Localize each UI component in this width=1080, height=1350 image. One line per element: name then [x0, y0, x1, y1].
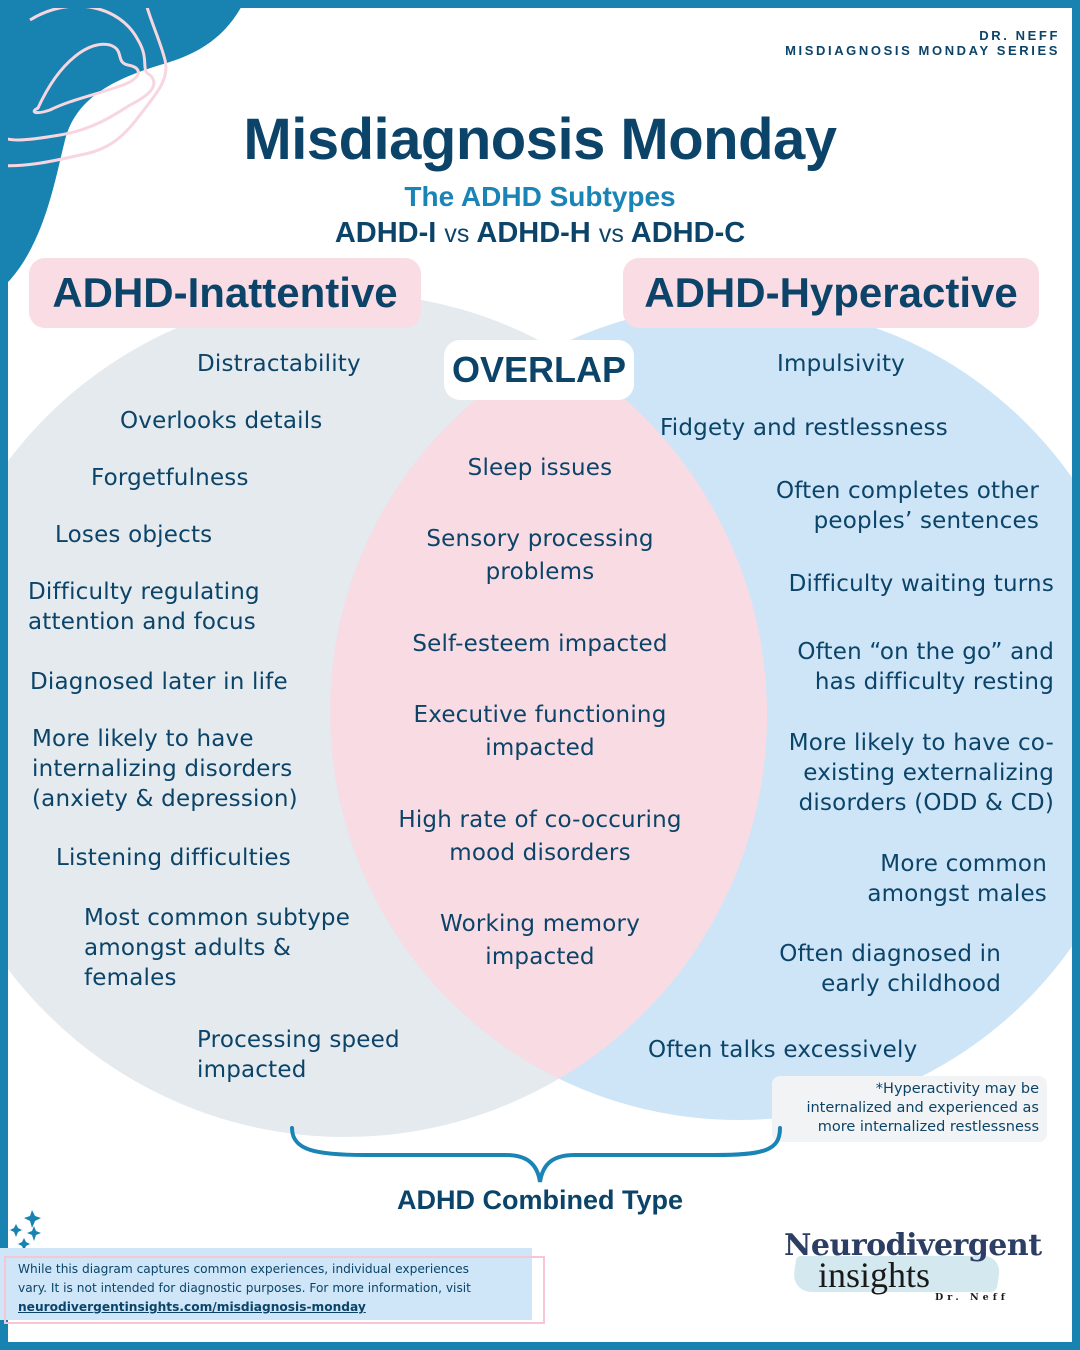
inattentive-item: Diagnosed later in life [30, 669, 288, 695]
inattentive-item: Loses objects [55, 522, 213, 548]
subtype-b: ADHD-H [476, 217, 591, 249]
page-subtitle: The ADHD Subtypes [404, 181, 676, 212]
logo-title: Neurodivergent [784, 1228, 1042, 1263]
hyperactive-item: Difficulty waiting turns [788, 571, 1054, 597]
hyperactive-label: ADHD-Hyperactive [623, 258, 1039, 328]
disclaimer-text: While this diagram captures common exper… [18, 1262, 469, 1276]
overlap-item: Executive functioning impacted [413, 702, 667, 761]
combined-type-label: ADHD Combined Type [396, 1185, 683, 1215]
overlap-region [330, 304, 767, 1120]
overlap-item: Working memory impacted [439, 911, 641, 970]
hyperactive-item: Often diagnosed in early childhood [779, 941, 1001, 997]
overlap-item: Self-esteem impacted [412, 631, 668, 657]
logo-subtitle: insights [818, 1255, 931, 1295]
inattentive-item: Overlooks details [120, 408, 323, 434]
hyperactivity-footnote: *Hyperactivity may be internalized and e… [772, 1076, 1047, 1142]
overlap-item: High rate of co-occuring mood disorders [398, 807, 682, 866]
hyperactive-item: More common amongst males [867, 851, 1047, 907]
hyperactive-item: Often “on the go” and has difficulty res… [797, 639, 1054, 695]
disclaimer-text: vary. It is not intended for diagnostic … [18, 1281, 471, 1295]
vs-label: vs [598, 220, 624, 248]
author-label: DR. NEFF [979, 28, 1060, 43]
inattentive-item: Forgetfulness [91, 465, 249, 491]
combined-brace-icon [290, 1126, 782, 1183]
overlap-item: Sleep issues [467, 455, 613, 481]
subtype-c: ADHD-C [630, 217, 746, 249]
inattentive-item: Most common subtype amongst adults & fem… [84, 905, 351, 991]
hyperactive-item: More likely to have co- existing externa… [788, 730, 1054, 816]
hyperactive-item: Often completes other peoples’ sentences [775, 478, 1039, 534]
page-title: Misdiagnosis Monday [243, 107, 837, 172]
hyperactive-item: Fidgety and restlessness [660, 415, 948, 441]
overlap-item: Sensory processing problems [426, 526, 654, 585]
inattentive-label: ADHD-Inattentive [29, 258, 421, 328]
series-label: DR. NEFF MISDIAGNOSIS MONDAY SERIES [785, 28, 1060, 58]
subtype-a: ADHD-I [334, 217, 437, 249]
logo-author: Dr. Neff [935, 1292, 1009, 1303]
disclaimer-box: While this diagram captures common exper… [0, 1248, 532, 1320]
more-info-link[interactable]: neurodivergentinsights.com/misdiagnosis-… [18, 1300, 366, 1314]
inattentive-item: Listening difficulties [56, 845, 291, 871]
hyperactive-item: Often talks excessively [648, 1037, 918, 1063]
inattentive-item: Processing speed impacted [197, 1027, 400, 1083]
decorative-blob-icon [8, 8, 241, 282]
series-name: MISDIAGNOSIS MONDAY SERIES [785, 43, 1060, 58]
hyperactive-item: Impulsivity [777, 351, 905, 377]
brand-logo: Neurodivergent insights Dr. Neff [778, 1224, 1058, 1324]
vs-label: vs [444, 220, 470, 248]
overlap-label: OVERLAP [444, 340, 634, 400]
sparkles-icon [10, 1210, 41, 1250]
subtype-comparison: ADHD-I vs ADHD-H vs ADHD-C [8, 217, 1072, 250]
inattentive-item: Distractability [197, 351, 361, 377]
inattentive-item: Difficulty regulating attention and focu… [28, 579, 260, 635]
inattentive-item: More likely to have internalizing disord… [32, 726, 298, 812]
